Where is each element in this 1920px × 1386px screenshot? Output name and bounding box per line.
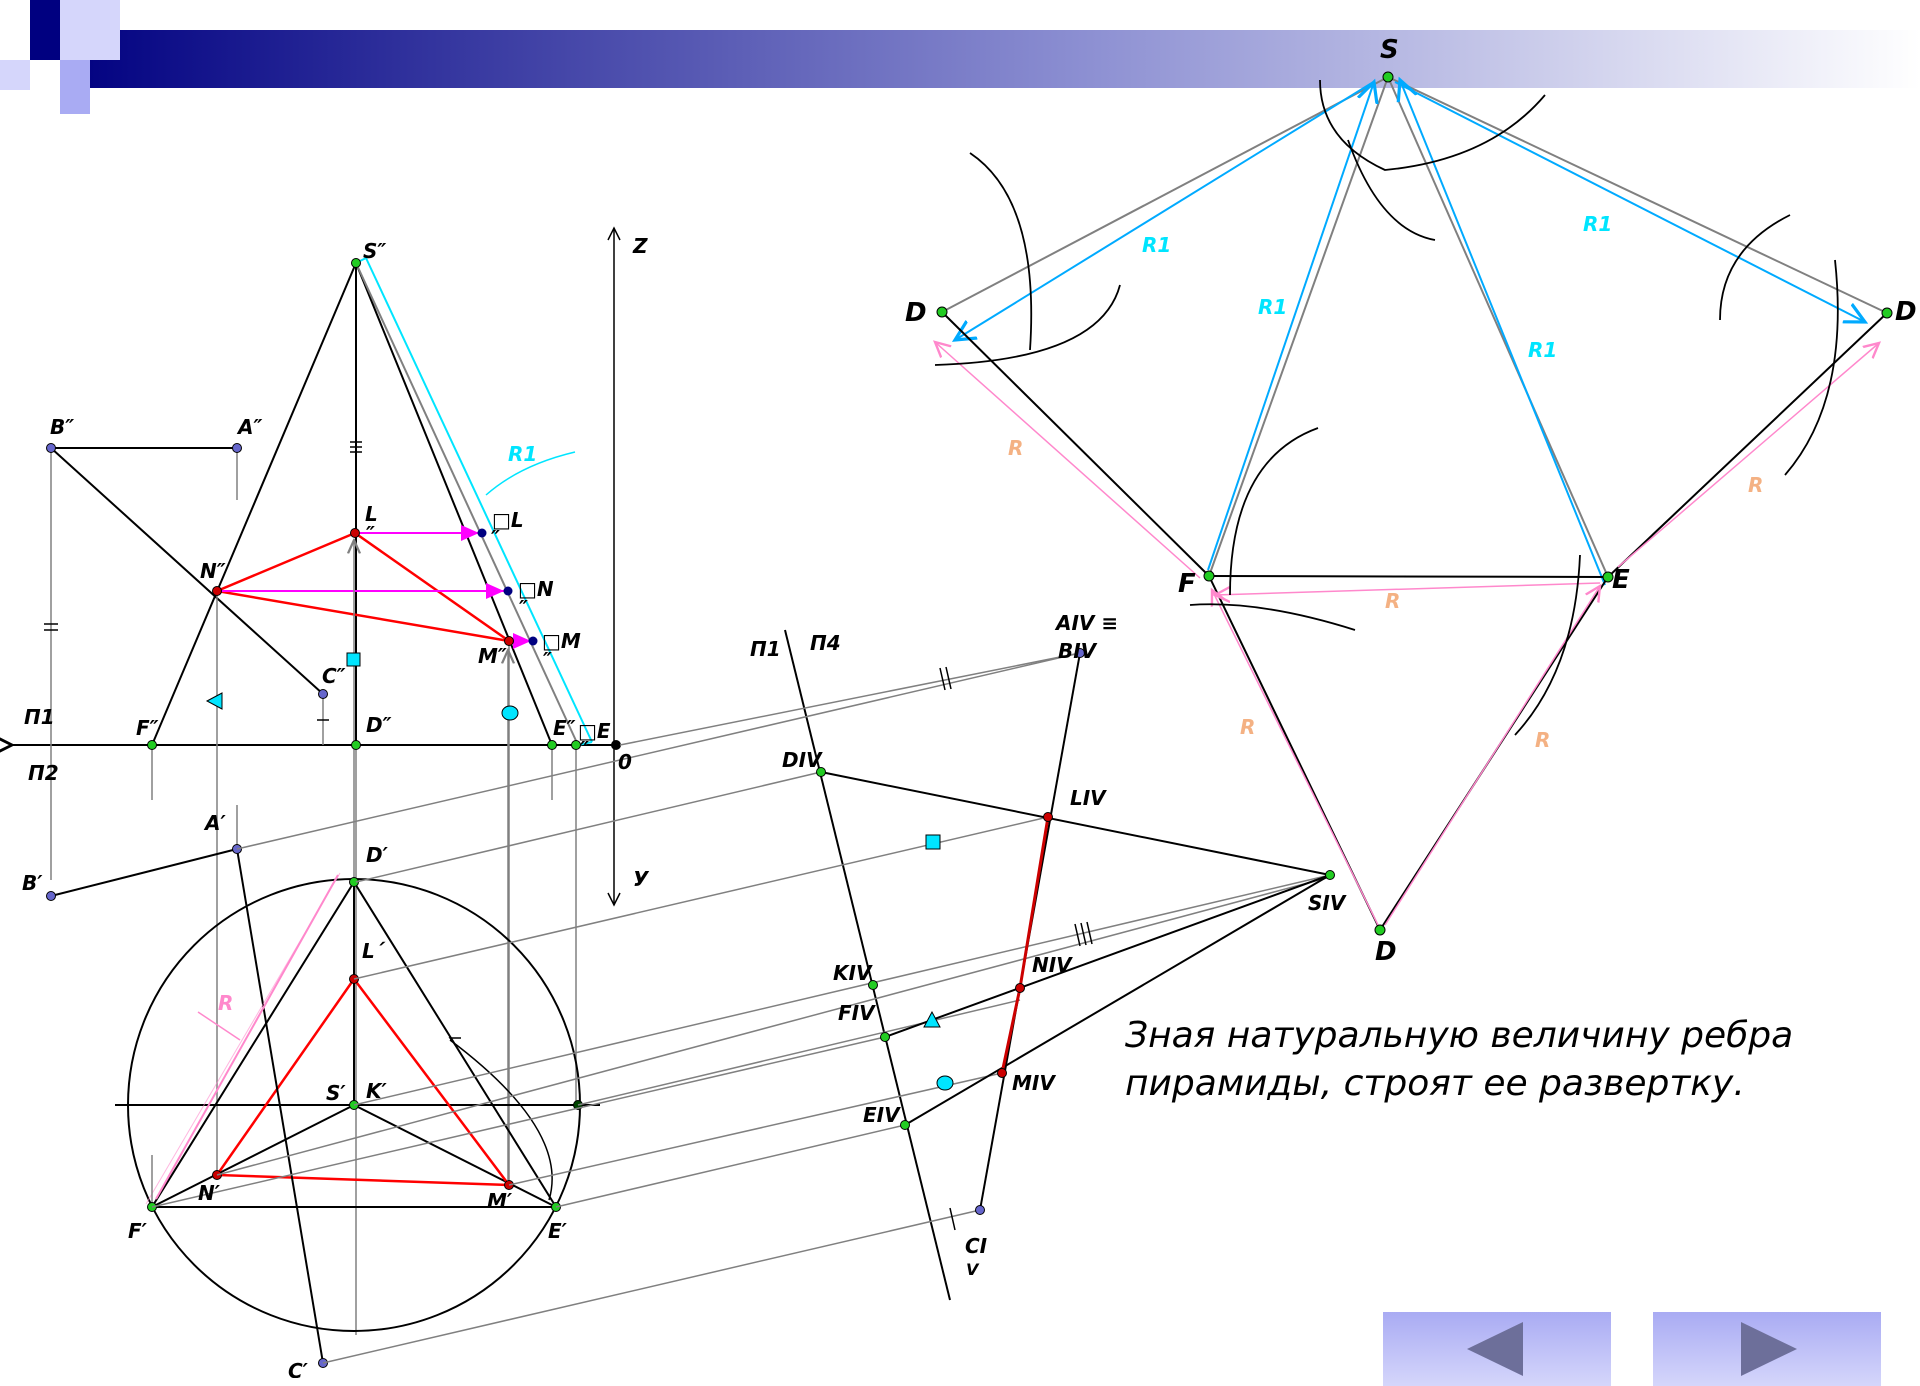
label-dev-R-b: R bbox=[1748, 473, 1763, 497]
next-slide-button[interactable] bbox=[1653, 1312, 1881, 1386]
triangle-right-icon bbox=[1741, 1322, 1797, 1376]
label-N2: N″ bbox=[200, 559, 226, 583]
label-L1: L´ bbox=[362, 939, 386, 963]
development-points bbox=[936, 71, 1893, 936]
label-dev-R-c: R bbox=[1385, 589, 1400, 613]
triangle-left-icon bbox=[1467, 1322, 1523, 1376]
label-D4: DIV bbox=[782, 748, 823, 772]
label-A2: A″ bbox=[236, 415, 262, 439]
label-N-true: □N bbox=[518, 577, 554, 601]
label-N-true-mark: ″ bbox=[519, 596, 528, 620]
label-dev-R-d: R bbox=[1240, 715, 1255, 739]
label-S1: S′ bbox=[326, 1081, 346, 1105]
aux-points bbox=[816, 648, 1335, 1215]
label-axis-P4: П4 bbox=[810, 631, 841, 655]
label-M4: MIV bbox=[1012, 1071, 1056, 1095]
label-E2: E″ bbox=[553, 716, 576, 740]
label-M-true-mark: ″ bbox=[543, 648, 552, 672]
front-view bbox=[12, 226, 621, 1335]
label-dev-R1-d: R1 bbox=[1583, 212, 1612, 236]
label-dev-D-left: D bbox=[905, 298, 927, 328]
label-C4: CI bbox=[965, 1234, 988, 1258]
auxiliary-view bbox=[151, 629, 1335, 1364]
label-M1: M′ bbox=[487, 1189, 513, 1213]
label-F1: F′ bbox=[128, 1219, 148, 1243]
label-dev-R1-c: R1 bbox=[1528, 338, 1557, 362]
label-A1: A′ bbox=[203, 811, 226, 835]
label-R-plan: R bbox=[218, 991, 233, 1015]
label-F4: FIV bbox=[838, 1001, 876, 1025]
label-K4: KIV bbox=[833, 961, 873, 985]
label-S2: S″ bbox=[363, 239, 386, 263]
label-B1: B′ bbox=[22, 871, 43, 895]
label-axis-P1: П1 bbox=[750, 637, 781, 661]
label-L2: L bbox=[365, 502, 378, 526]
title-banner bbox=[0, 0, 1920, 114]
label-L4: LIV bbox=[1070, 786, 1107, 810]
label-E-true-mark: ″ bbox=[580, 737, 589, 761]
label-D2: D″ bbox=[366, 713, 392, 737]
label-E1: E′ bbox=[548, 1219, 568, 1243]
label-L-true: □L bbox=[492, 508, 524, 532]
top-view bbox=[46, 805, 600, 1368]
label-origin: 0 bbox=[618, 750, 632, 774]
label-C2: C″ bbox=[322, 664, 346, 688]
label-C1: C′ bbox=[288, 1359, 309, 1378]
label-dev-S: S bbox=[1380, 35, 1399, 65]
caption-text: Зная натуральную величину ребра пирамиды… bbox=[1125, 1015, 1794, 1104]
label-E4: EIV bbox=[863, 1103, 901, 1127]
label-R1-front: R1 bbox=[508, 442, 537, 466]
label-Z-axis: Z bbox=[632, 234, 648, 258]
label-dev-F: F bbox=[1178, 569, 1196, 599]
label-M-true: □M bbox=[542, 629, 581, 653]
label-K1: K′ bbox=[366, 1079, 387, 1103]
label-dev-R1-b: R1 bbox=[1258, 295, 1287, 319]
labels: S″ B″ A″ N″ L ″ □L ″ □N ″ □M ″ M″ C″ F″ … bbox=[22, 35, 1917, 1378]
previous-slide-button[interactable] bbox=[1383, 1312, 1611, 1386]
label-B4: BIV bbox=[1058, 639, 1098, 663]
label-dev-D-bottom: D bbox=[1375, 937, 1397, 967]
label-N1: N′ bbox=[198, 1181, 221, 1205]
label-M2: M″ bbox=[478, 644, 507, 668]
label-Y-axis: У bbox=[633, 867, 650, 891]
label-L-true-mark: ″ bbox=[491, 526, 500, 550]
label-D1: D′ bbox=[366, 843, 389, 867]
label-F2: F″ bbox=[136, 716, 159, 740]
label-S4: SIV bbox=[1308, 891, 1347, 915]
label-dev-R-e: R bbox=[1535, 728, 1550, 752]
label-dev-R-a: R bbox=[1008, 436, 1023, 460]
label-A4: AIV ≡ bbox=[1054, 611, 1118, 635]
front-points bbox=[46, 258, 621, 750]
label-P1: П1 bbox=[24, 705, 55, 729]
label-P2: П2 bbox=[28, 761, 59, 785]
label-dev-R1-a: R1 bbox=[1142, 233, 1171, 257]
label-N4: NIV bbox=[1032, 953, 1073, 977]
label-L2-mark: ″ bbox=[366, 522, 375, 546]
label-C4-sub: V bbox=[966, 1260, 980, 1279]
label-E-true: □E bbox=[578, 719, 611, 743]
label-B2: B″ bbox=[50, 415, 74, 439]
pyramid-development bbox=[935, 71, 1893, 936]
label-dev-D-right: D bbox=[1895, 297, 1917, 327]
label-dev-E: E bbox=[1612, 565, 1630, 595]
